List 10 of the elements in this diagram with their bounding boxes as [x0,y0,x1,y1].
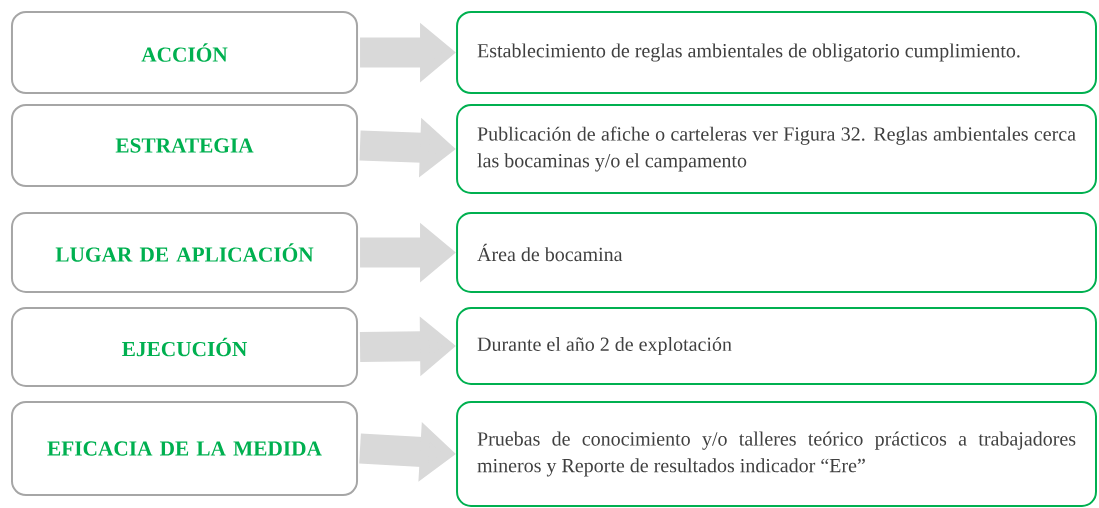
description-box: Área de bocamina [456,212,1097,293]
label-box: ESTRATEGIA [10,103,359,188]
description-box: Pruebas de conocimiento y/o talleres teórico prácticos a trabajadores mineros y Reporte de resultados indicador “Ere” [456,401,1097,507]
label-box: EFICACIA DE LA MEDIDA [10,400,359,497]
label-box: LUGAR DE APLICACIÓN [10,212,359,293]
label-box: ACCIÓN [10,10,359,95]
description-box: Publicación de afiche o carteleras ver Figura 32. Reglas ambientales cerca las bocaminas y/o el campamento [456,104,1097,194]
label-box: EJECUCIÓN [10,307,359,387]
description-box: Establecimiento de reglas ambientales de obligatorio cumplimiento. [456,10,1097,95]
description-box: Durante el año 2 de explotación [456,307,1097,385]
